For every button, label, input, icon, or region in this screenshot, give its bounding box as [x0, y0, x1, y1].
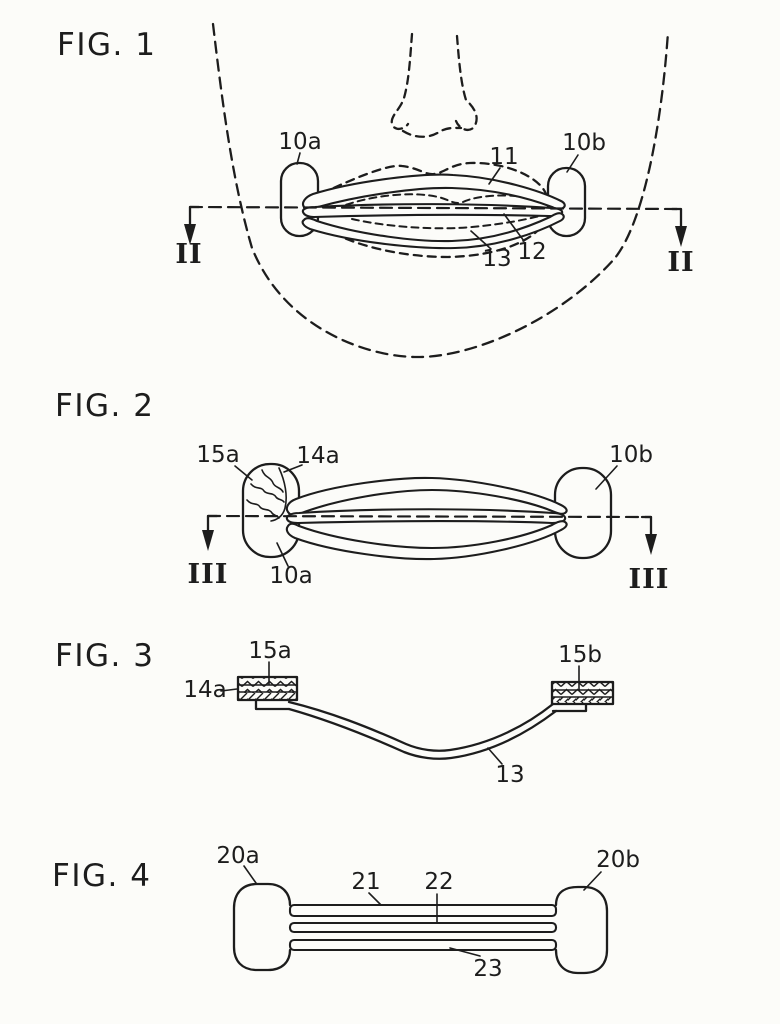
- fig1-ref-label-13: 13: [482, 246, 511, 272]
- fig3-right-pad-layer-lines: [551, 689, 614, 698]
- fig1-ref-label-11: 11: [489, 144, 518, 170]
- fig3-left-cover-layer-hatch-2: [238, 685, 297, 692]
- fig1-leader-10a: [296, 152, 301, 165]
- fig1-upper-teeth-outline-left: [334, 193, 459, 210]
- fig2-section-arrow-right: [645, 534, 657, 555]
- fig3-band-top-line: [287, 700, 555, 752]
- fig2-leader-15a: [234, 465, 253, 481]
- fig3-ref-label-15b: 15b: [558, 642, 602, 668]
- fig2-section-elbow-right: [640, 515, 653, 537]
- fig3-right-step: [551, 702, 588, 713]
- fig1-section-arrow-left: [184, 224, 196, 245]
- fig1-title: FIG. 1: [57, 27, 156, 63]
- fig3-band-bottom-line: [287, 707, 558, 760]
- fig1-leader-10b: [566, 154, 579, 173]
- fig3-right-cover-layer-hatch: [552, 682, 613, 690]
- fig3-left-pad-section: [236, 675, 299, 711]
- fig4-end-pad-left-20a: [232, 882, 292, 972]
- fig4-strap-22: [288, 921, 558, 934]
- fig1-nose-base-outline: [401, 126, 463, 138]
- fig4-title: FIG. 4: [52, 858, 151, 894]
- fig1-nose-left-outline: [390, 32, 414, 131]
- fig2-ref-label-14a: 14a: [296, 443, 339, 469]
- fig3-leader-14a: [220, 688, 238, 692]
- fig1-section-arrow-right: [675, 226, 687, 247]
- fig1-lower-teeth-outline: [351, 213, 548, 230]
- fig1-leader-12: [503, 213, 525, 242]
- fig2-leader-14a: [283, 464, 303, 473]
- fig4-strap-21: [288, 903, 558, 918]
- fig2-adhesive-wrinkle-1: [250, 483, 285, 503]
- fig4-ref-label-20b: 20b: [596, 847, 640, 873]
- fig2-section-arrow-left: [202, 530, 214, 551]
- fig2-adhesive-wrinkle-3: [261, 469, 284, 493]
- fig3-ref-label-13: 13: [495, 762, 524, 788]
- fig2-upper-band: [285, 476, 568, 517]
- fig3-leader-13: [487, 747, 503, 765]
- fig3-left-adhesive-layer-hatch: [238, 692, 297, 700]
- fig4-ref-label-20a: 20a: [216, 843, 259, 869]
- fig4-leader-20a: [243, 865, 257, 884]
- fig2-title: FIG. 2: [55, 388, 154, 424]
- fig3-right-cover-layer-hatch-2: [552, 690, 613, 697]
- fig2-leader-10b: [595, 465, 618, 490]
- fig3-right-adhesive-layer-hatch: [552, 697, 613, 704]
- fig2-adhesive-patch-boundary: [270, 467, 287, 522]
- fig2-lower-band: [285, 520, 568, 561]
- fig2-drawing: FIG. 2 15a 14a 10b 10a III III: [55, 388, 670, 595]
- fig2-ref-label-10b: 10b: [609, 442, 653, 468]
- fig1-nose-right-outline: [454, 34, 478, 131]
- fig2-section-label-left: III: [188, 559, 229, 590]
- fig1-section-label-right: II: [667, 247, 694, 278]
- fig1-face-outline: [211, 22, 670, 359]
- fig2-section-label-right: III: [629, 564, 670, 595]
- fig3-left-pad-layer-lines: [237, 684, 298, 693]
- fig1-ref-label-10a: 10a: [278, 129, 321, 155]
- fig3-left-cover-layer-hatch: [238, 677, 297, 685]
- fig2-section-elbow-left: [206, 514, 219, 533]
- fig3-drawing: FIG. 3 15a 14a 15b 1: [55, 638, 615, 788]
- fig1-section-label-left: II: [175, 239, 202, 270]
- fig2-ref-label-15a: 15a: [196, 442, 239, 468]
- fig1-section-elbow-right: [670, 207, 683, 229]
- fig1-ref-label-12: 12: [517, 239, 546, 265]
- fig3-title: FIG. 3: [55, 638, 154, 674]
- fig1-section-elbow-left: [188, 205, 201, 227]
- fig4-ref-label-23: 23: [473, 956, 502, 982]
- fig3-left-step: [254, 698, 291, 711]
- fig1-ref-label-10b: 10b: [562, 130, 606, 156]
- fig1-lower-lip-outline: [319, 218, 548, 259]
- fig1-lower-band-13: [301, 212, 565, 250]
- fig4-drawing: FIG. 4 20a 20b 21 22 23: [52, 843, 640, 982]
- fig1-drawing: FIG. 1 10a 10b 11 12: [57, 22, 694, 359]
- fig4-ref-label-22: 22: [424, 869, 453, 895]
- fig1-leader-11: [488, 167, 501, 185]
- fig1-leader-13: [470, 230, 492, 250]
- fig3-right-pad-outline: [550, 680, 615, 706]
- fig2-ref-label-10a: 10a: [269, 563, 312, 589]
- fig4-leader-20b: [583, 871, 602, 891]
- fig3-left-pad-outline: [236, 675, 299, 702]
- fig1-section-line: [188, 205, 683, 211]
- fig2-leader-10a: [276, 542, 289, 567]
- fig4-ref-label-21: 21: [351, 869, 380, 895]
- fig1-upper-teeth-outline-right: [462, 194, 561, 210]
- fig4-leader-21: [368, 892, 382, 906]
- fig4-strap-23: [288, 938, 558, 952]
- fig1-middle-band-12: [301, 203, 564, 219]
- fig3-ref-label-14a: 14a: [183, 677, 226, 703]
- fig3-ref-label-15a: 15a: [248, 638, 291, 664]
- fig2-section-line: [206, 514, 653, 519]
- fig4-end-pad-right-20b: [554, 885, 609, 975]
- fig4-leader-23: [449, 947, 481, 957]
- fig3-right-pad-section: [550, 680, 615, 713]
